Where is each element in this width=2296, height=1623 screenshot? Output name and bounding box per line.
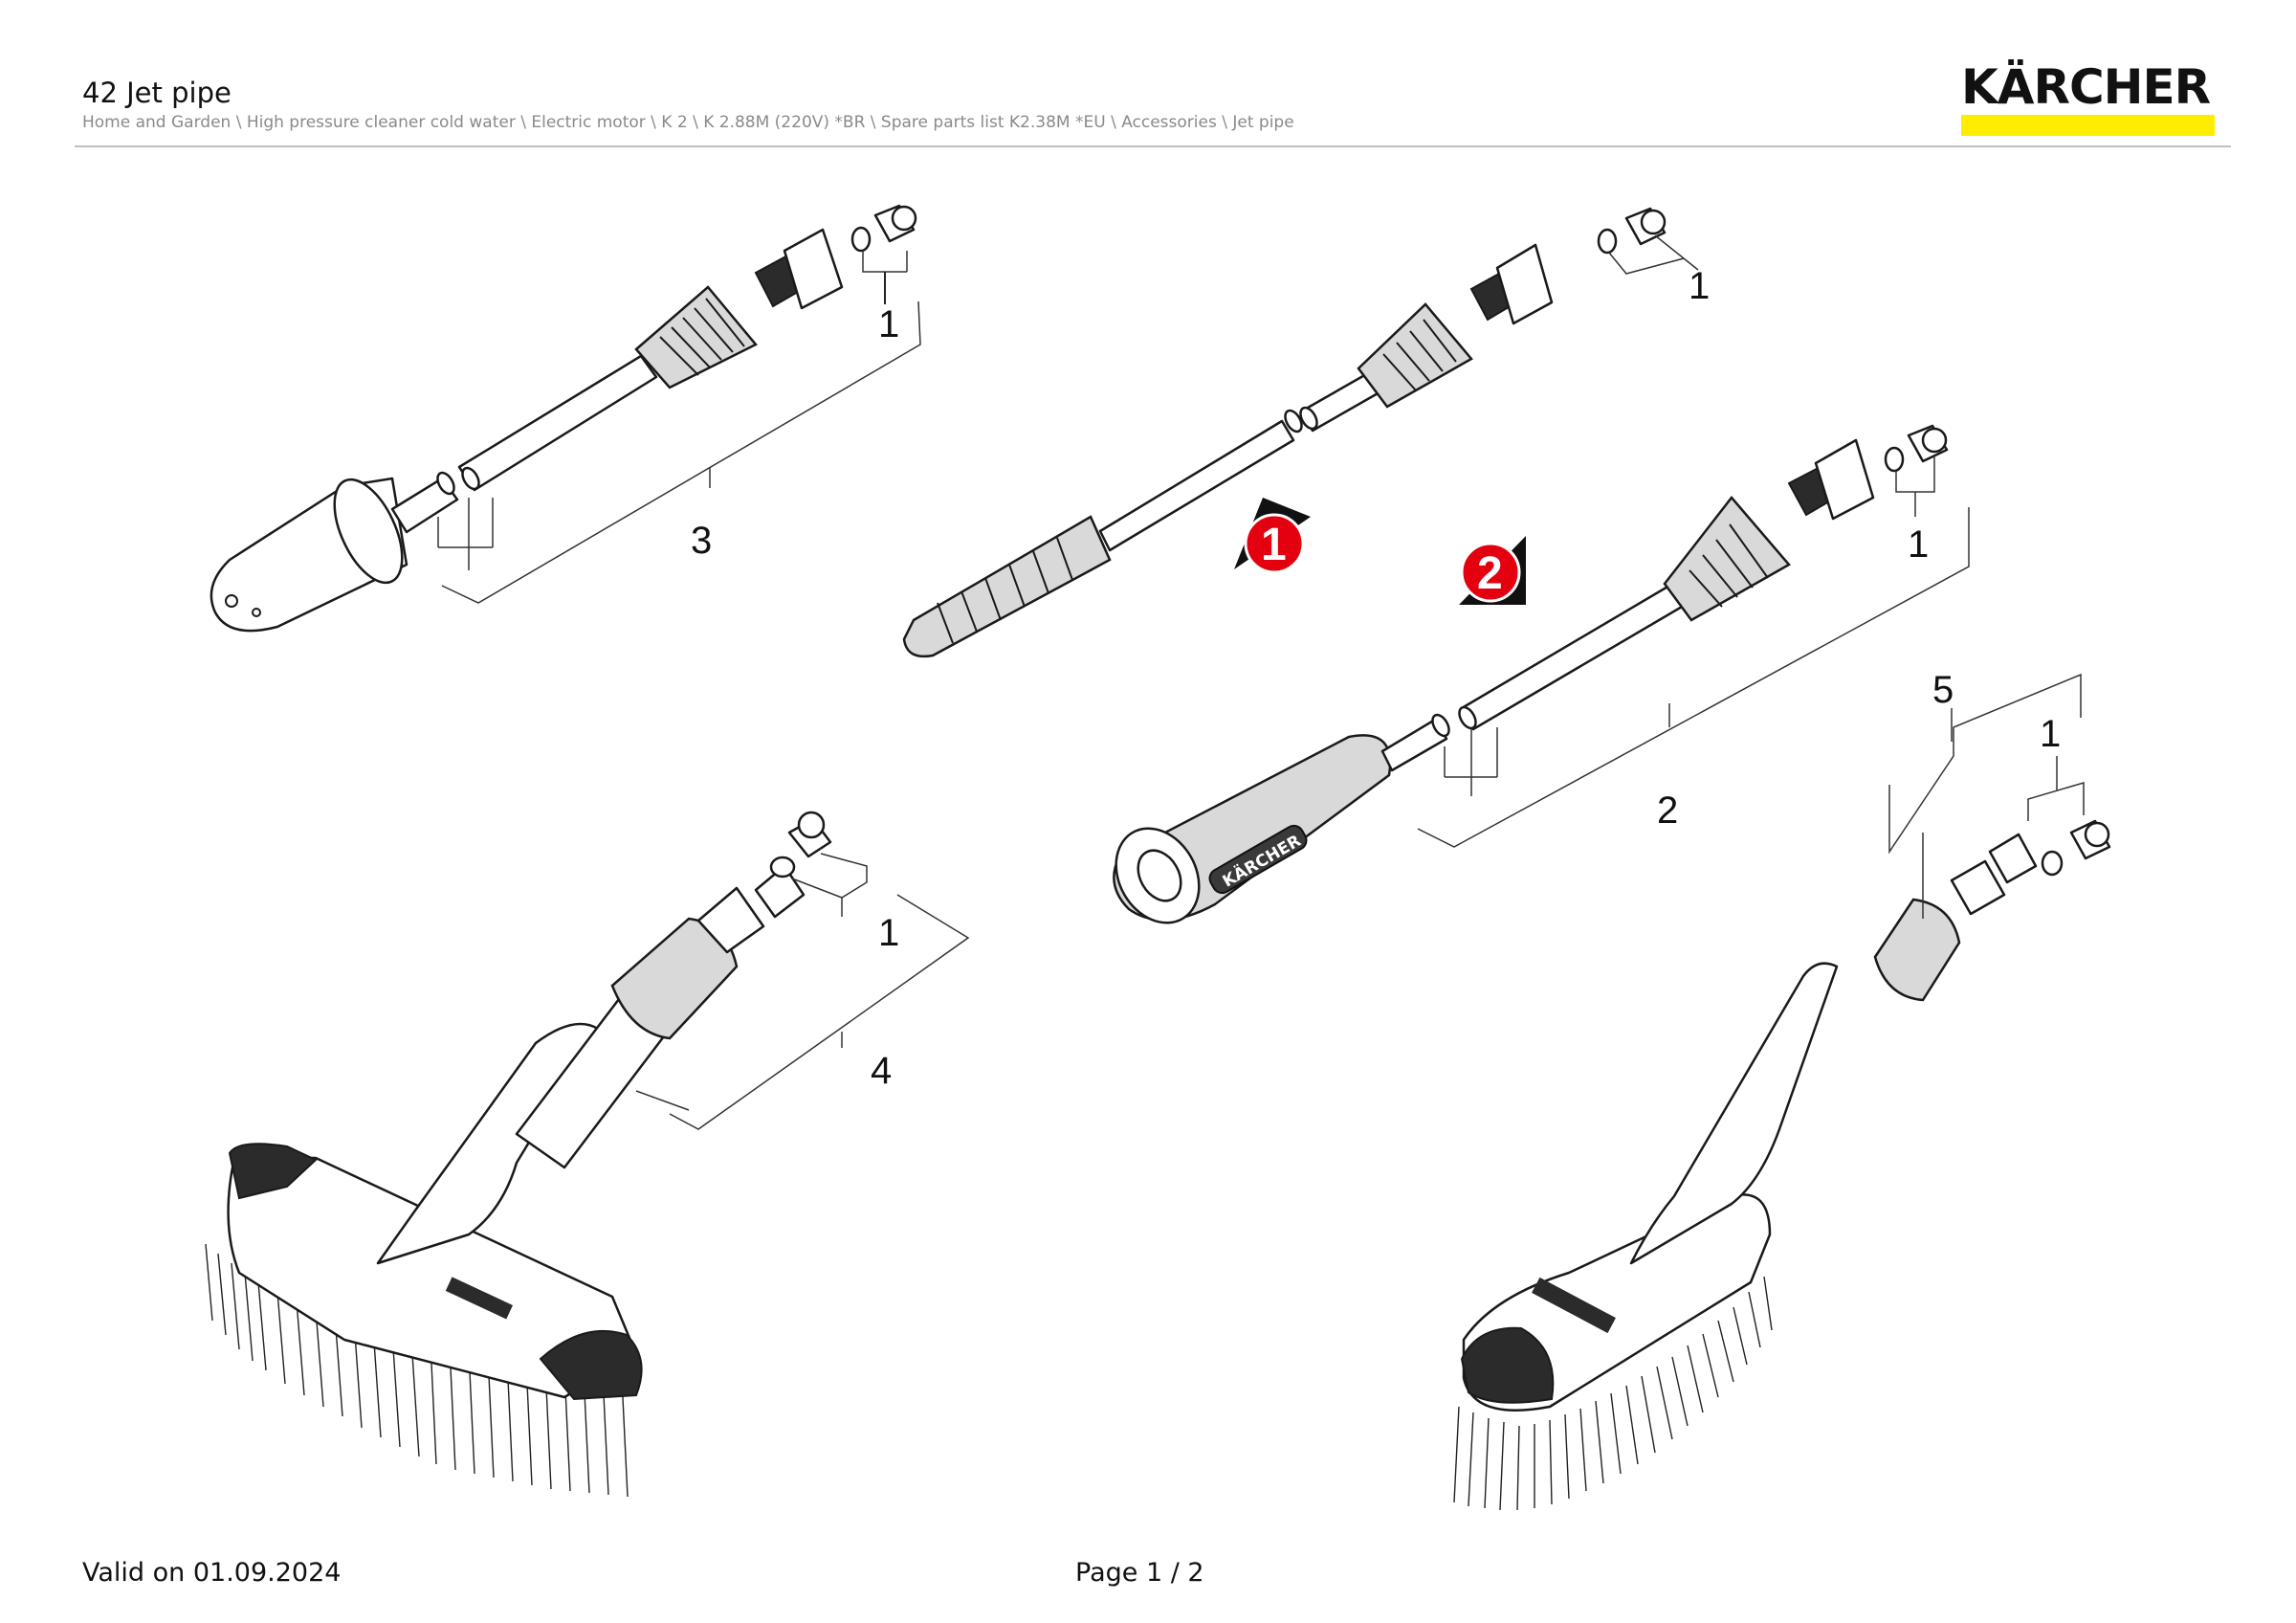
assembly-5-wash-brush	[1453, 673, 2111, 1511]
assembly-1-jet-pipe	[902, 207, 1699, 658]
marker-2-label: 2	[1477, 548, 1503, 599]
callout-3: 3	[691, 520, 712, 562]
callout-5: 5	[1932, 669, 1954, 711]
page-title: 42 Jet pipe	[82, 77, 232, 109]
logo-wordmark: KÄRCHER	[1961, 59, 2211, 115]
footer-page-number: Page 1 / 2	[1075, 1558, 1204, 1588]
marker-1-label: 1	[1261, 520, 1287, 570]
karcher-logo: KÄRCHER	[1961, 63, 2215, 140]
marker-2: 2	[1459, 536, 1526, 605]
header-divider	[75, 145, 2231, 147]
marker-1: 1	[1234, 498, 1311, 574]
callout-2: 2	[1657, 789, 1678, 832]
callout-4: 4	[871, 1050, 892, 1092]
assembly-4-wash-brush	[205, 811, 970, 1498]
breadcrumb: Home and Garden \ High pressure cleaner …	[82, 113, 1294, 132]
assembly-2-vario-nozzle: KÄRCHER	[1113, 424, 1970, 924]
callout-1-bottom-left: 1	[878, 912, 899, 954]
callout-1-top-left: 1	[878, 303, 899, 345]
assembly-3-rotary-nozzle	[210, 204, 921, 633]
callout-1-middle-right: 1	[1908, 523, 1929, 566]
callout-1-top-center: 1	[1689, 265, 1710, 307]
callout-1-bottom-right: 1	[2040, 713, 2061, 755]
logo-yellow-bar	[1961, 115, 2215, 136]
footer-valid-date: Valid on 01.09.2024	[82, 1558, 342, 1588]
